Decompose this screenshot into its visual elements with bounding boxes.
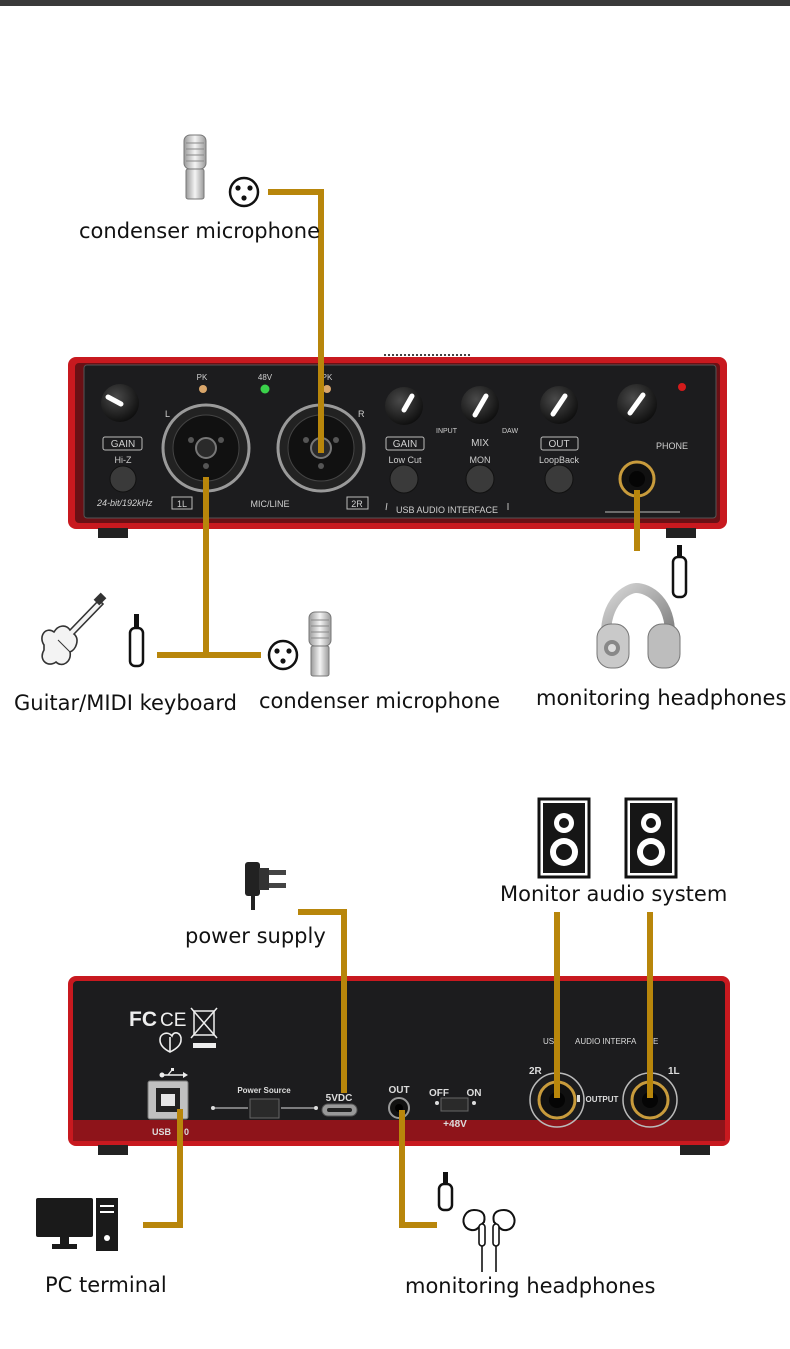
bottom-xlr-connector-icon [267,639,299,671]
loopback-label: LoopBack [539,455,580,465]
usb-symbol-icon [159,1068,188,1078]
gain-knob-left[interactable] [101,384,139,422]
channel-l-label: L [165,409,170,419]
badge-2r: 2R [351,499,363,509]
on-label: ON [467,1088,482,1099]
usb-pc-cable [143,1109,183,1228]
power-source-label: Power Source [237,1086,291,1095]
rear-cables [143,909,653,1228]
earbud-cable [399,1110,437,1228]
pk-right-label: PK [322,373,333,382]
rear-device: FC CE USB 0 Power Source [68,976,730,1155]
output-label: OUTPUT [586,1095,619,1104]
gain-label-right: GAIN [393,439,417,450]
label-monitor-system: Monitor audio system [500,882,728,906]
earbud-jack-plug-icon [437,1172,454,1212]
usb-label-tail: 0 [184,1127,189,1137]
bottom-condenser-mic-icon [308,611,332,677]
48v-switch[interactable] [440,1097,469,1112]
48v-label: 48V [258,373,273,382]
power-supply-cable [298,909,347,1093]
48v-led [260,384,270,394]
label-top-condenser-mic: condenser microphone [79,219,321,243]
channel-r-label: R [358,409,365,419]
lowcut-label: Low Cut [388,455,422,465]
weee-bin-icon [190,1007,218,1048]
speaker-icon-right [624,797,678,879]
phone-knob[interactable] [617,384,657,424]
label-pc-terminal: PC terminal [45,1273,167,1297]
ce-mark: CE [160,1010,186,1031]
front-device: GAIN Hi-Z L 24-bit/192kHz PK 48V PK [68,354,727,538]
australia-rcm-icon [159,1031,182,1053]
mon-button[interactable] [465,464,495,494]
jack-plug-icon [128,614,145,668]
input-label: INPUT [436,428,458,435]
rear-usb-interface-label-a: US [543,1037,554,1046]
top-mic-cable [268,189,324,453]
label-power-supply: power supply [185,924,326,948]
phantom-48v-label: +48V [443,1119,467,1130]
rear-usb-interface-label-c: E [653,1037,658,1046]
power-led [678,383,686,391]
off-label: OFF [429,1088,449,1099]
output-1l-label: 1L [668,1066,680,1077]
mix-label: MIX [471,438,489,449]
usb-audio-interface-label: USB AUDIO INTERFACE [396,505,498,515]
label-bottom-condenser-mic: condenser microphone [259,689,501,713]
label-rear-headphones: monitoring headphones [405,1274,656,1298]
gain-knob-right[interactable] [385,387,423,425]
pk-left-led [199,385,207,393]
loopback-button[interactable] [544,464,574,494]
mon-label: MON [470,455,491,465]
over-ear-headphones-icon [596,582,681,669]
hiz-label: Hi-Z [115,455,132,465]
front-cables [157,189,640,658]
gain-label-left: GAIN [111,439,135,450]
electric-guitar-icon [41,592,107,666]
mic-line-label: MIC/LINE [250,499,289,509]
daw-label: DAW [502,428,518,435]
power-source-switch[interactable] [249,1098,280,1119]
phone-label: PHONE [656,441,688,451]
combo-input-jack-1l[interactable] [161,403,251,493]
lowcut-button[interactable] [389,464,419,494]
output-2r-label: 2R [529,1066,543,1077]
earbuds-icon [462,1208,516,1272]
top-xlr-connector-icon [228,176,260,208]
badge-1l: 1L [177,499,187,509]
bitrate-label: 24-bit/192kHz [96,498,153,508]
pc-icon [36,1198,118,1251]
power-plug-icon [245,862,286,910]
pk-right-led [323,385,331,393]
hiz-button[interactable] [109,465,137,493]
fc-mark: FC [129,1008,157,1031]
mix-knob[interactable] [461,386,499,424]
pk-left-label: PK [197,373,208,382]
usb-label: USB [152,1127,172,1137]
out-label: OUT [548,439,569,450]
rear-usb-interface-label-b: AUDIO INTERFA [575,1037,637,1046]
label-guitar-midi: Guitar/MIDI keyboard [14,691,237,715]
speaker-icon-left [537,797,591,879]
top-condenser-mic-icon [183,134,207,200]
rear-out-label: OUT [388,1085,409,1096]
headphone-jack-plug-icon [671,545,688,599]
5vdc-label: 5VDC [326,1093,353,1104]
out-knob[interactable] [540,386,578,424]
top-bar [0,0,790,6]
label-front-headphones: monitoring headphones [536,686,787,710]
